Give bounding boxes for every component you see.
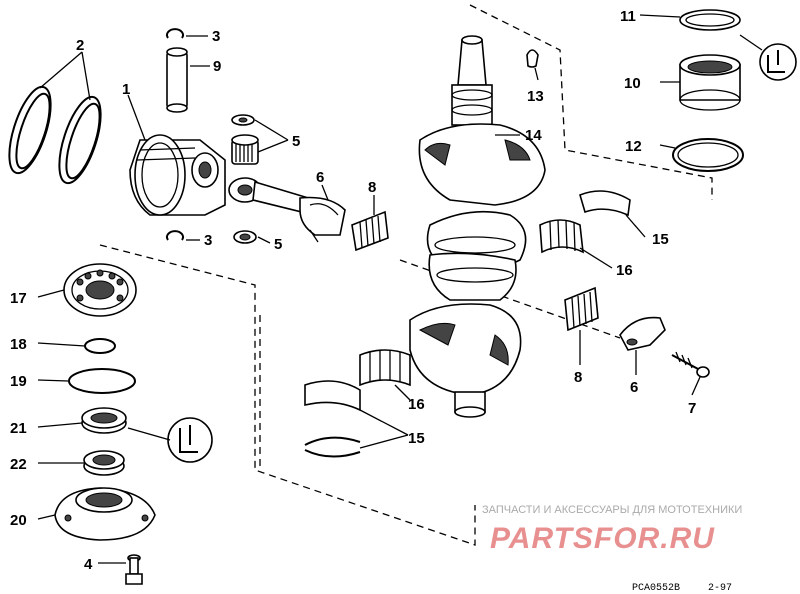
upper-needle-bearing — [679, 54, 741, 111]
callout-1: 1 — [122, 81, 130, 98]
crankshaft — [409, 35, 546, 418]
drawing-code-date: 2-97 — [708, 583, 732, 594]
lower-bearing-housing — [54, 487, 156, 541]
callout-8-lower: 8 — [574, 369, 582, 386]
housing-screw — [125, 554, 143, 585]
callout-15-lower: 15 — [408, 430, 425, 447]
callout-3-lower: 3 — [204, 232, 212, 249]
callout-14: 14 — [525, 127, 542, 144]
leader-lines — [37, 14, 701, 564]
callout-4: 4 — [84, 556, 93, 573]
callout-21: 21 — [10, 420, 27, 437]
lower-seal — [81, 407, 127, 434]
callout-20: 20 — [10, 512, 27, 529]
rod-cap — [619, 316, 666, 351]
callout-5-lower: 5 — [274, 236, 282, 253]
piston-rings — [8, 85, 102, 185]
main-bearing-cage-upper — [539, 219, 584, 254]
drawing-code-id: PCA0552B — [632, 583, 680, 594]
piston — [129, 134, 226, 216]
lower-o-ring — [68, 368, 136, 394]
callout-11: 11 — [620, 8, 636, 25]
callout-15-upper: 15 — [652, 231, 669, 248]
lower-retaining-ring — [84, 338, 116, 354]
main-bearing-retainer-lower — [304, 380, 361, 458]
watermark-caption: ЗАПЧАСТИ И АКСЕССУАРЫ ДЛЯ МОТОТЕХНИКИ — [482, 504, 742, 516]
lower-inner-seal — [83, 450, 125, 476]
callout-6-upper: 6 — [316, 169, 324, 186]
detail-inset-upper — [739, 34, 797, 81]
watermark: ЗАПЧАСТИ И АКСЕССУАРЫ ДЛЯ МОТОТЕХНИКИ PA… — [482, 504, 742, 555]
main-bearing-cage-lower — [359, 349, 411, 387]
detail-inset-lower — [127, 417, 213, 463]
lower-ball-bearing — [63, 263, 137, 317]
wrist-pin — [166, 47, 188, 113]
callout-16-lower: 16 — [408, 396, 425, 413]
callout-2: 2 — [76, 37, 84, 54]
callout-labels: 2 1 3 9 5 3 5 6 8 13 14 11 10 12 15 16 8… — [10, 8, 696, 573]
callout-6-lower: 6 — [630, 379, 638, 396]
callout-12: 12 — [625, 138, 642, 155]
callout-10: 10 — [624, 75, 641, 92]
upper-bearing-seal-ring — [672, 138, 744, 172]
woodruff-key — [526, 49, 539, 68]
crankpin-bearing-cage-upper — [351, 210, 389, 252]
upper-bearing-retainer-ring — [679, 9, 741, 31]
wrist-pin-clips — [166, 28, 184, 241]
callout-13: 13 — [527, 88, 544, 105]
rod-cap-screw — [671, 351, 710, 378]
callout-19: 19 — [10, 373, 27, 390]
callout-8-upper: 8 — [368, 179, 376, 196]
main-bearing-retainer-upper — [579, 190, 631, 217]
wrist-pin-bearing — [231, 114, 259, 244]
connecting-rod — [228, 177, 346, 243]
callout-18: 18 — [10, 336, 27, 353]
callout-5-upper: 5 — [292, 133, 300, 150]
callout-22: 22 — [10, 456, 27, 473]
drawing-code: PCA0552B 2-97 — [632, 583, 732, 594]
callout-7: 7 — [688, 400, 696, 417]
crankpin-bearing-cage-lower — [564, 286, 599, 332]
callout-3-upper: 3 — [212, 28, 220, 45]
callout-17: 17 — [10, 290, 27, 307]
callout-9: 9 — [213, 58, 221, 75]
watermark-logo: PARTSFOR.RU — [490, 522, 715, 555]
callout-16-upper: 16 — [616, 262, 633, 279]
